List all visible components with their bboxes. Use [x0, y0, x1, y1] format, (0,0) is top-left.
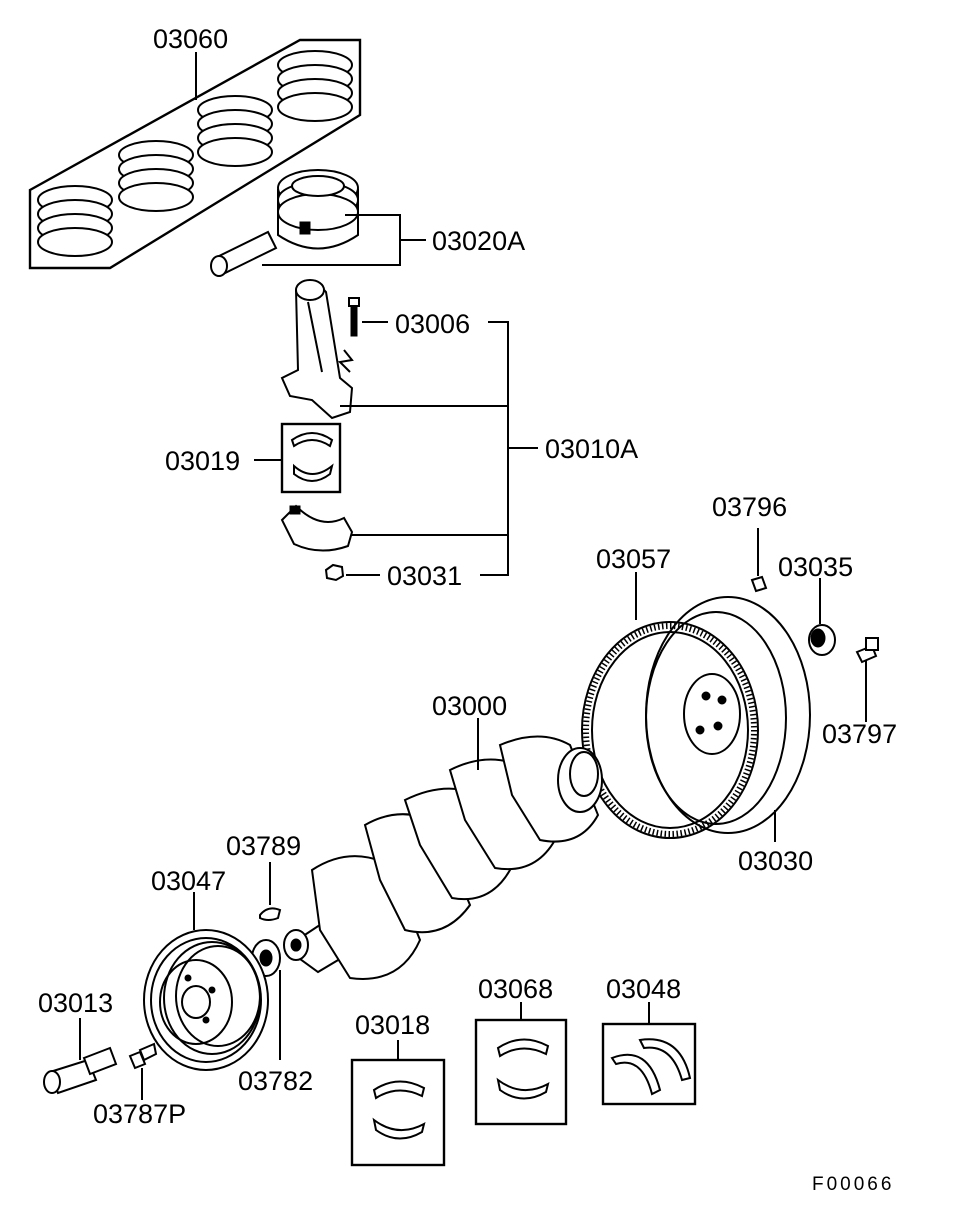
rod-nut [324, 563, 345, 582]
figure-code: F00066 [812, 1174, 894, 1195]
label-03057: 03057 [596, 544, 671, 574]
label-03031: 03031 [387, 561, 462, 591]
label-03048: 03048 [606, 974, 681, 1004]
pulley-bolt [128, 1042, 158, 1070]
connecting-rod-cap [280, 504, 354, 552]
label-03068: 03068 [478, 974, 553, 1004]
label-03019: 03019 [165, 446, 240, 476]
label-03006: 03006 [395, 309, 470, 339]
main-bearing-box [350, 1058, 446, 1167]
label-03789: 03789 [226, 831, 301, 861]
crankshaft [283, 735, 603, 980]
piston-ring [118, 140, 194, 212]
piston-ring-set [28, 38, 362, 270]
ring-gear [581, 621, 759, 839]
thrust-washer [610, 1038, 692, 1096]
piston-ring [37, 185, 113, 257]
label-03787P: 03787P [93, 1099, 186, 1129]
crank-bolt [43, 1046, 118, 1095]
rod-bearing [290, 432, 334, 482]
label-03000: 03000 [432, 691, 507, 721]
damper-pulley [143, 929, 269, 1071]
piston-pin [210, 230, 278, 277]
label-03020A: 03020A [432, 226, 525, 256]
main-bearing-box [474, 1018, 568, 1126]
piston [277, 169, 359, 250]
woodruff-key [259, 907, 282, 921]
label-03010A: 03010A [545, 434, 638, 464]
main-bearing [372, 1080, 426, 1140]
label-03797: 03797 [822, 719, 897, 749]
label-03035: 03035 [778, 552, 853, 582]
flywheel-bolt [855, 637, 879, 664]
connecting-rod [280, 279, 354, 420]
flywheel [645, 596, 811, 834]
rod-bearing-box [280, 422, 342, 494]
label-03018: 03018 [355, 1010, 430, 1040]
label-03782: 03782 [238, 1066, 313, 1096]
rod-bolt [348, 297, 360, 337]
piston-ring [277, 50, 353, 122]
label-03060: 03060 [153, 24, 228, 54]
dowel-pin [750, 575, 768, 593]
label-03030: 03030 [738, 846, 813, 876]
label-03047: 03047 [151, 866, 226, 896]
pilot-bearing [808, 624, 836, 656]
piston-ring [197, 95, 273, 167]
label-03796: 03796 [712, 492, 787, 522]
main-bearing [496, 1038, 550, 1100]
label-03013: 03013 [38, 988, 113, 1018]
